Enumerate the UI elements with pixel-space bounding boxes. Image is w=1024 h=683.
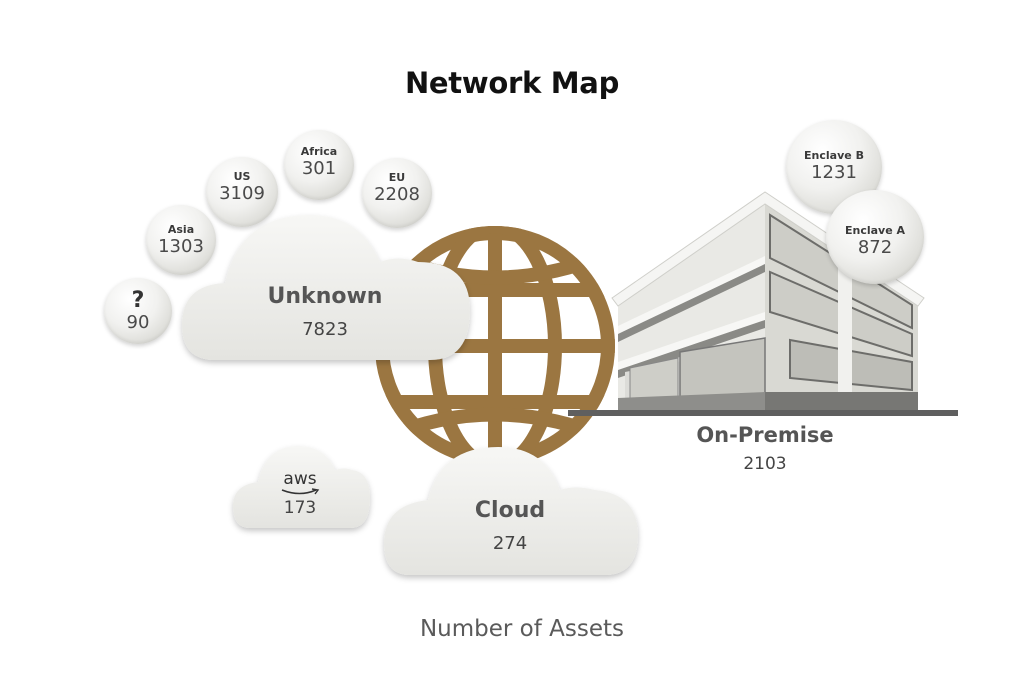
enclave-label: Enclave A (844, 224, 906, 237)
cloud-cloud-shape (384, 447, 638, 575)
region-bubble-asia: Asia 1303 (146, 205, 216, 275)
region-label: ? (131, 288, 145, 313)
region-bubble-unknown: ? 90 (104, 278, 172, 344)
page-title: Network Map (404, 66, 620, 100)
unknown-label: Unknown (267, 284, 383, 309)
aws-cloud: aws 173 (260, 470, 340, 518)
unknown-cloud-shape (182, 215, 470, 360)
cloud-value: 274 (492, 533, 528, 554)
region-value: 1303 (158, 236, 204, 257)
on-premise-value: 2103 (743, 454, 787, 474)
region-bubble-us: US 3109 (206, 157, 278, 227)
region-value: 90 (126, 312, 150, 333)
aws-value: 173 (283, 498, 317, 518)
aws-cloud-shape (233, 446, 370, 528)
region-label: Africa (300, 145, 338, 158)
unknown-cloud: Unknown 7823 (240, 284, 410, 340)
enclave-value: 872 (857, 237, 893, 258)
cloud-label: Cloud (474, 498, 546, 523)
unknown-value: 7823 (302, 319, 348, 340)
region-value: 301 (301, 158, 337, 179)
aws-smile-icon (281, 488, 320, 495)
enclave-label: Enclave B (804, 149, 864, 162)
enclave-value: 1231 (811, 162, 857, 183)
cloud-cloud: Cloud 274 (430, 498, 590, 554)
region-label: Asia (167, 223, 195, 236)
region-bubble-africa: Africa 301 (284, 130, 354, 200)
region-value: 2208 (374, 184, 420, 205)
region-value: 3109 (219, 183, 265, 204)
region-label: EU (388, 171, 406, 184)
footer-caption: Number of Assets (419, 616, 625, 642)
on-premise-label: On-Premise (696, 423, 834, 447)
region-bubble-eu: EU 2208 (362, 158, 432, 228)
enclave-bubble-a: Enclave A 872 (826, 190, 924, 284)
region-label: US (233, 170, 251, 183)
aws-logo: aws (283, 469, 317, 489)
